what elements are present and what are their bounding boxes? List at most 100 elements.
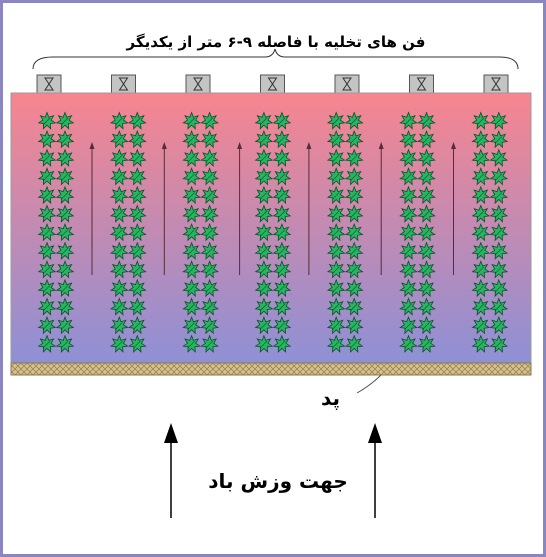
plant-icon — [127, 167, 147, 186]
plant-icon — [127, 260, 147, 279]
plant-icon — [182, 204, 201, 223]
plant-icon — [417, 222, 436, 242]
plant-icon — [109, 167, 129, 186]
plant-icon — [55, 315, 75, 335]
plant-icon — [344, 222, 364, 242]
wind-arrow-right — [368, 423, 382, 518]
plant-icon — [417, 315, 436, 335]
plant-icon — [471, 204, 491, 223]
plant-icon — [399, 204, 418, 223]
plant-icon — [399, 111, 418, 130]
plant-icon — [471, 129, 491, 149]
plant-icon — [344, 185, 364, 205]
plant-icon — [344, 204, 364, 223]
plant-icon — [200, 167, 219, 186]
plant-icon — [326, 204, 346, 223]
plant-icon — [200, 222, 219, 242]
plant-icon — [254, 334, 274, 353]
plant-icon — [326, 167, 346, 186]
plant-icon — [272, 129, 292, 149]
plant-icon — [55, 241, 75, 260]
plant-icon — [254, 315, 274, 335]
plant-icon — [55, 260, 75, 279]
plant-icon — [200, 148, 219, 167]
plant-icon — [417, 167, 436, 186]
plant-icon — [55, 297, 75, 316]
plant-icon — [489, 334, 509, 353]
wind-direction-label: جهت وزش باد — [208, 469, 348, 493]
plant-icon — [37, 315, 57, 335]
airflow-arrows — [89, 142, 456, 275]
plant-icon — [272, 222, 292, 242]
plant-icon — [37, 260, 57, 279]
plant-icon — [417, 185, 436, 205]
plant-icon — [182, 241, 201, 260]
plant-icon — [109, 260, 129, 279]
airflow-arrow-icon — [306, 142, 312, 275]
plant-icon — [399, 222, 418, 242]
plant-icon — [399, 148, 418, 167]
plant-icon — [471, 185, 491, 205]
plant-icon — [254, 148, 274, 167]
plant-icon — [399, 260, 418, 279]
plant-icon — [127, 297, 147, 316]
plant-icon — [254, 260, 274, 279]
plant-icon — [127, 278, 147, 298]
airflow-arrow-icon — [451, 142, 456, 275]
plant-icon — [200, 278, 219, 298]
plant-icon — [272, 297, 292, 316]
plant-icon — [200, 129, 219, 149]
plant-icon — [127, 241, 147, 260]
plant-icon — [417, 241, 436, 260]
exhaust-fan-icon — [185, 74, 211, 94]
plant-icon — [471, 148, 491, 167]
plant-icon — [399, 315, 418, 335]
plant-icon — [272, 241, 292, 260]
exhaust-fan-icon — [260, 74, 285, 94]
plant-icon — [344, 148, 364, 167]
plant-icon — [471, 334, 491, 353]
plant-icon — [326, 315, 346, 335]
plant-icon — [489, 111, 509, 130]
plant-icon — [344, 297, 364, 316]
plant-icon — [489, 260, 509, 279]
plant-icon — [326, 297, 346, 316]
plant-icon — [489, 315, 509, 335]
plant-icon — [326, 185, 346, 205]
plant-icon — [471, 278, 491, 298]
plant-icon — [272, 315, 292, 335]
plant-icon — [182, 334, 201, 353]
plant-icon — [109, 334, 129, 353]
airflow-arrow-icon — [89, 142, 95, 275]
diagram-canvas — [10, 48, 532, 518]
plant-icon — [55, 222, 75, 242]
plant-icon — [344, 167, 364, 186]
plant-icon — [326, 241, 346, 260]
plant-icon — [471, 260, 491, 279]
plant-icon — [326, 334, 346, 353]
plant-icon — [127, 111, 147, 130]
plant-icon — [344, 111, 364, 130]
plant-icon — [109, 241, 129, 260]
plant-icon — [471, 111, 491, 130]
plant-icon — [489, 129, 509, 149]
plant-icon — [254, 278, 274, 298]
plant-icon — [182, 129, 201, 149]
exhaust-fan-icon — [409, 74, 434, 94]
plant-icon — [326, 222, 346, 242]
plant-icon — [55, 148, 75, 167]
plant-icon — [344, 129, 364, 149]
plant-icon — [417, 129, 436, 149]
plant-icon — [272, 167, 292, 186]
plant-icon — [272, 148, 292, 167]
plant-icon — [326, 148, 346, 167]
plant-icon — [399, 334, 418, 353]
airflow-arrow-icon — [161, 142, 167, 275]
exhaust-fan-icon — [483, 74, 509, 94]
plant-icon — [344, 334, 364, 353]
plant-icon — [37, 129, 57, 149]
plant-icon — [471, 297, 491, 316]
plant-icon — [182, 185, 201, 205]
plant-icon — [344, 278, 364, 298]
